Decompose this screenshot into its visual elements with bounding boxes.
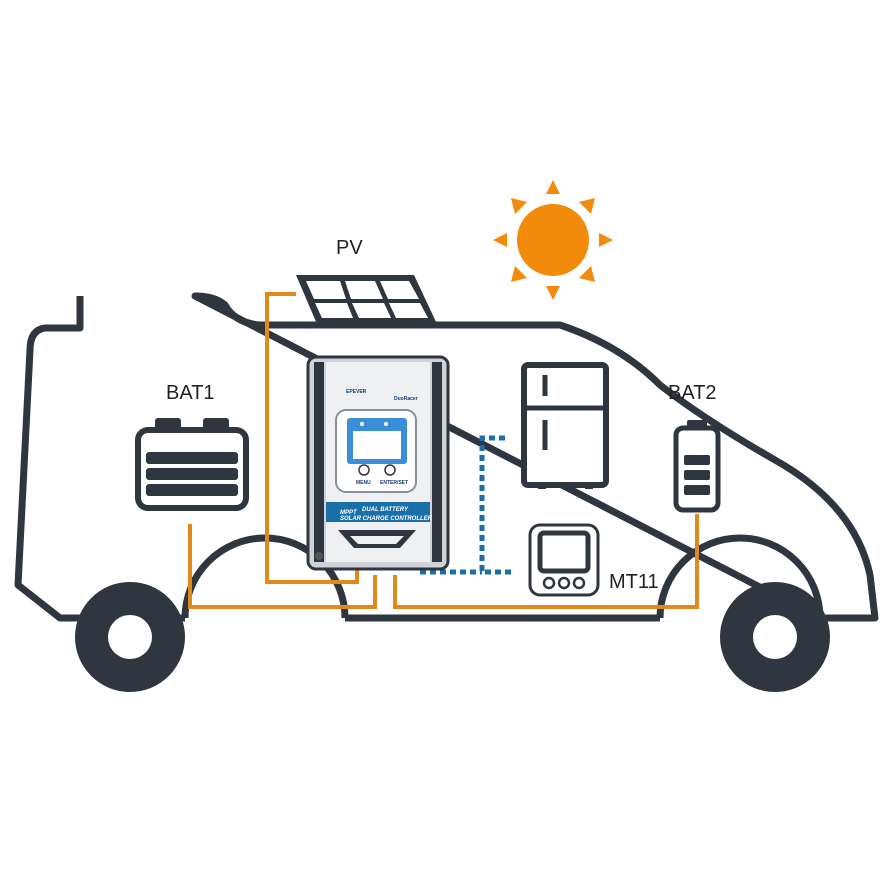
- controller-model: DuoRacer: [394, 396, 418, 402]
- wheel-rear: [720, 582, 830, 692]
- battery-icon: [673, 420, 721, 513]
- controller-band-line2: SOLAR CHARGE CONTROLLER: [340, 516, 433, 522]
- controller-brand: EPEVER: [346, 389, 367, 395]
- comm-wiring: [420, 435, 515, 575]
- mt11-label: MT11: [609, 571, 659, 593]
- controller-band-line1: DUAL BATTERY: [362, 507, 409, 513]
- bat2-label: BAT2: [668, 382, 717, 404]
- remote-meter-icon: [528, 523, 600, 597]
- solar-panel-icon: [296, 275, 437, 324]
- charge-controller-icon: EPEVER DuoRacer MENU ENTER/SET MPPT DUAL…: [306, 355, 450, 571]
- wheel-front: [75, 582, 185, 692]
- battery-icon: [135, 418, 249, 511]
- controller-btn-enter: ENTER/SET: [380, 480, 408, 486]
- bat1-label: BAT1: [166, 382, 215, 404]
- fridge-icon: [521, 362, 609, 489]
- sun-icon: [493, 180, 613, 300]
- controller-btn-menu: MENU: [356, 480, 371, 486]
- pv-label: PV: [336, 237, 363, 259]
- power-wiring: [188, 292, 699, 609]
- controller-band-title: MPPT: [340, 510, 358, 516]
